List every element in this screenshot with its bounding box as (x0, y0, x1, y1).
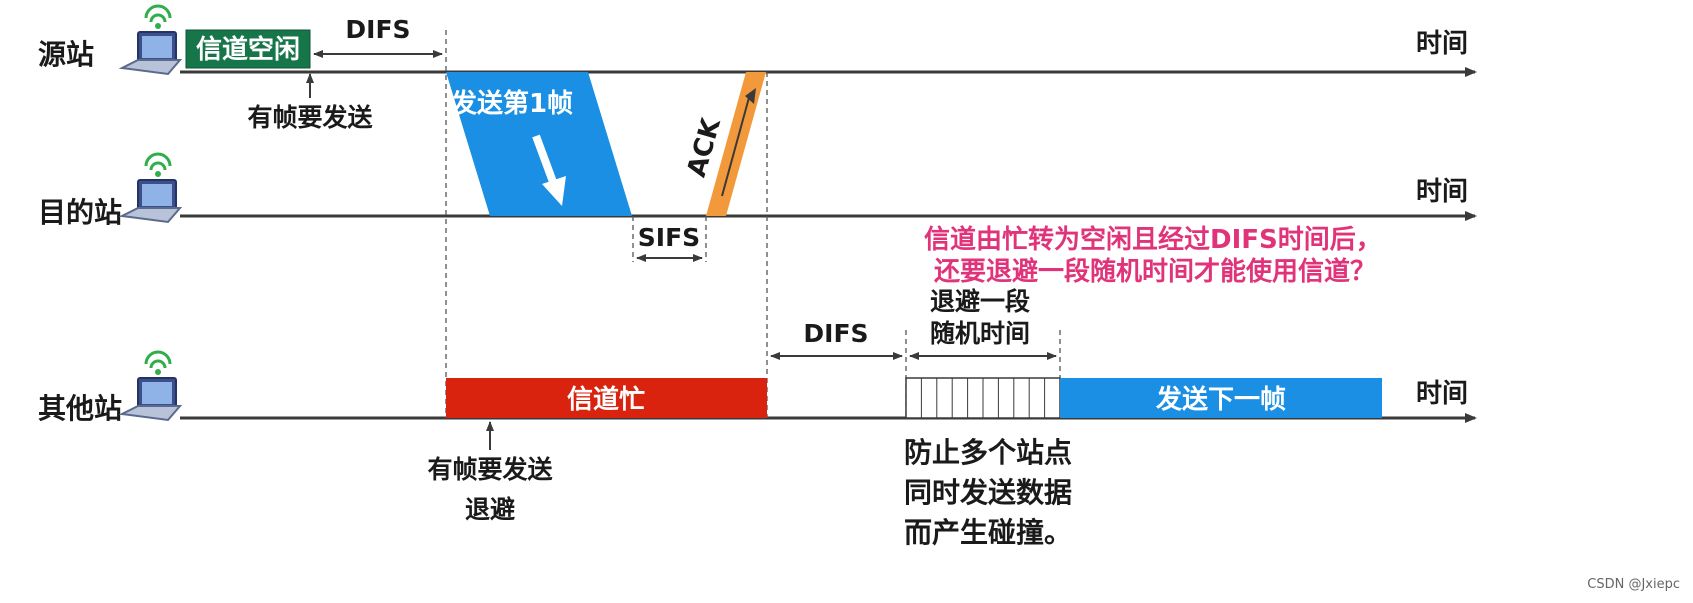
backoff-time-label-2: 随机时间 (930, 319, 1030, 348)
destination-laptop-icon (120, 152, 182, 224)
destination-time-label: 时间 (1416, 177, 1468, 207)
source-difs-label: DIFS (345, 15, 410, 44)
backoff-slots (905, 377, 1061, 419)
source-laptop-icon (120, 4, 182, 76)
collision-note-line-3: 而产生碰撞。 (904, 516, 1072, 549)
source-time-label: 时间 (1416, 29, 1468, 59)
backoff-time-label-1: 退避一段 (930, 287, 1030, 316)
station-other-label: 其他站 (38, 392, 122, 425)
source-has-frame-label: 有帧要发送 (247, 103, 372, 132)
other-has-frame-label: 有帧要发送 (427, 455, 552, 484)
question-line-1: 信道由忙转为空闲且经过DIFS时间后， (924, 224, 1382, 255)
other-backoff-label: 退避 (465, 495, 515, 524)
other-time-label: 时间 (1416, 379, 1468, 409)
channel-idle-box (185, 29, 311, 69)
channel-busy-label: 信道忙 (567, 384, 645, 415)
other-laptop-icon (120, 350, 182, 422)
collision-note-line-1: 防止多个站点 (904, 436, 1072, 469)
watermark: CSDN @Jxiepc (1587, 577, 1680, 592)
station-destination-label: 目的站 (38, 196, 122, 229)
send-next-frame-box (1060, 378, 1382, 418)
first-frame-arrow-head (542, 176, 566, 206)
first-frame-label: 发送第1帧 (450, 88, 573, 119)
ack-arrow-shaft (721, 93, 751, 197)
channel-busy-box (446, 378, 767, 418)
station-source-label: 源站 (38, 38, 94, 71)
channel-idle-label: 信道空闲 (196, 34, 300, 65)
question-line-2: 还要退避一段随机时间才能使用信道？ (934, 256, 1376, 287)
send-next-frame-label: 发送下一帧 (1155, 384, 1286, 415)
other-difs-label: DIFS (803, 319, 868, 348)
sifs-label: SIFS (638, 223, 700, 252)
collision-note-line-2: 同时发送数据 (904, 476, 1072, 509)
ack-arrow-head (745, 88, 756, 104)
